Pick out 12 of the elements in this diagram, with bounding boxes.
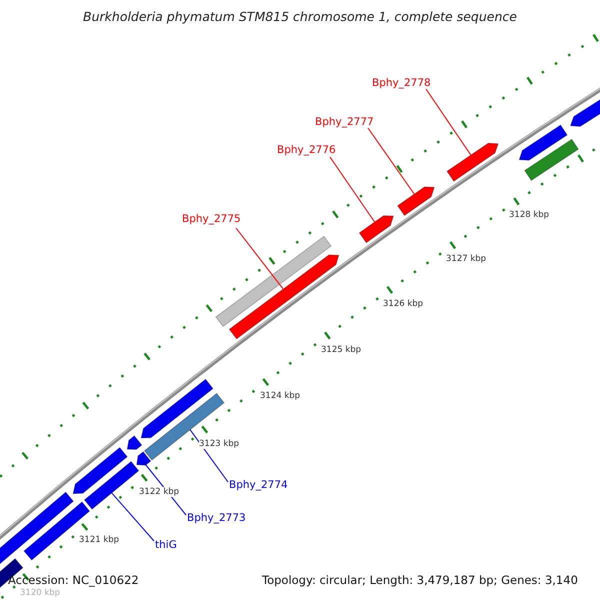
accession-text: Accession: NC_010622 (8, 574, 139, 588)
scale-label: 3120 kbp (20, 588, 60, 598)
scale-label: 3123 kbp (199, 439, 240, 450)
scale-label: 3124 kbp (260, 391, 300, 402)
scale-label: 3126 kbp (383, 299, 424, 310)
genome-info-text: Topology: circular; Length: 3,479,187 bp; Genes: 3,140 (262, 574, 578, 588)
scale-label: 3127 kbp (446, 254, 486, 264)
scale-label: 3125 kbp (321, 345, 362, 356)
scale-label: 3122 kbp (139, 487, 180, 498)
scale-label: 3128 kbp (509, 210, 550, 220)
scale-label: 3121 kbp (79, 535, 120, 546)
title: Burkholderia phymatum STM815 chromosome 1, complete sequence (82, 9, 518, 24)
